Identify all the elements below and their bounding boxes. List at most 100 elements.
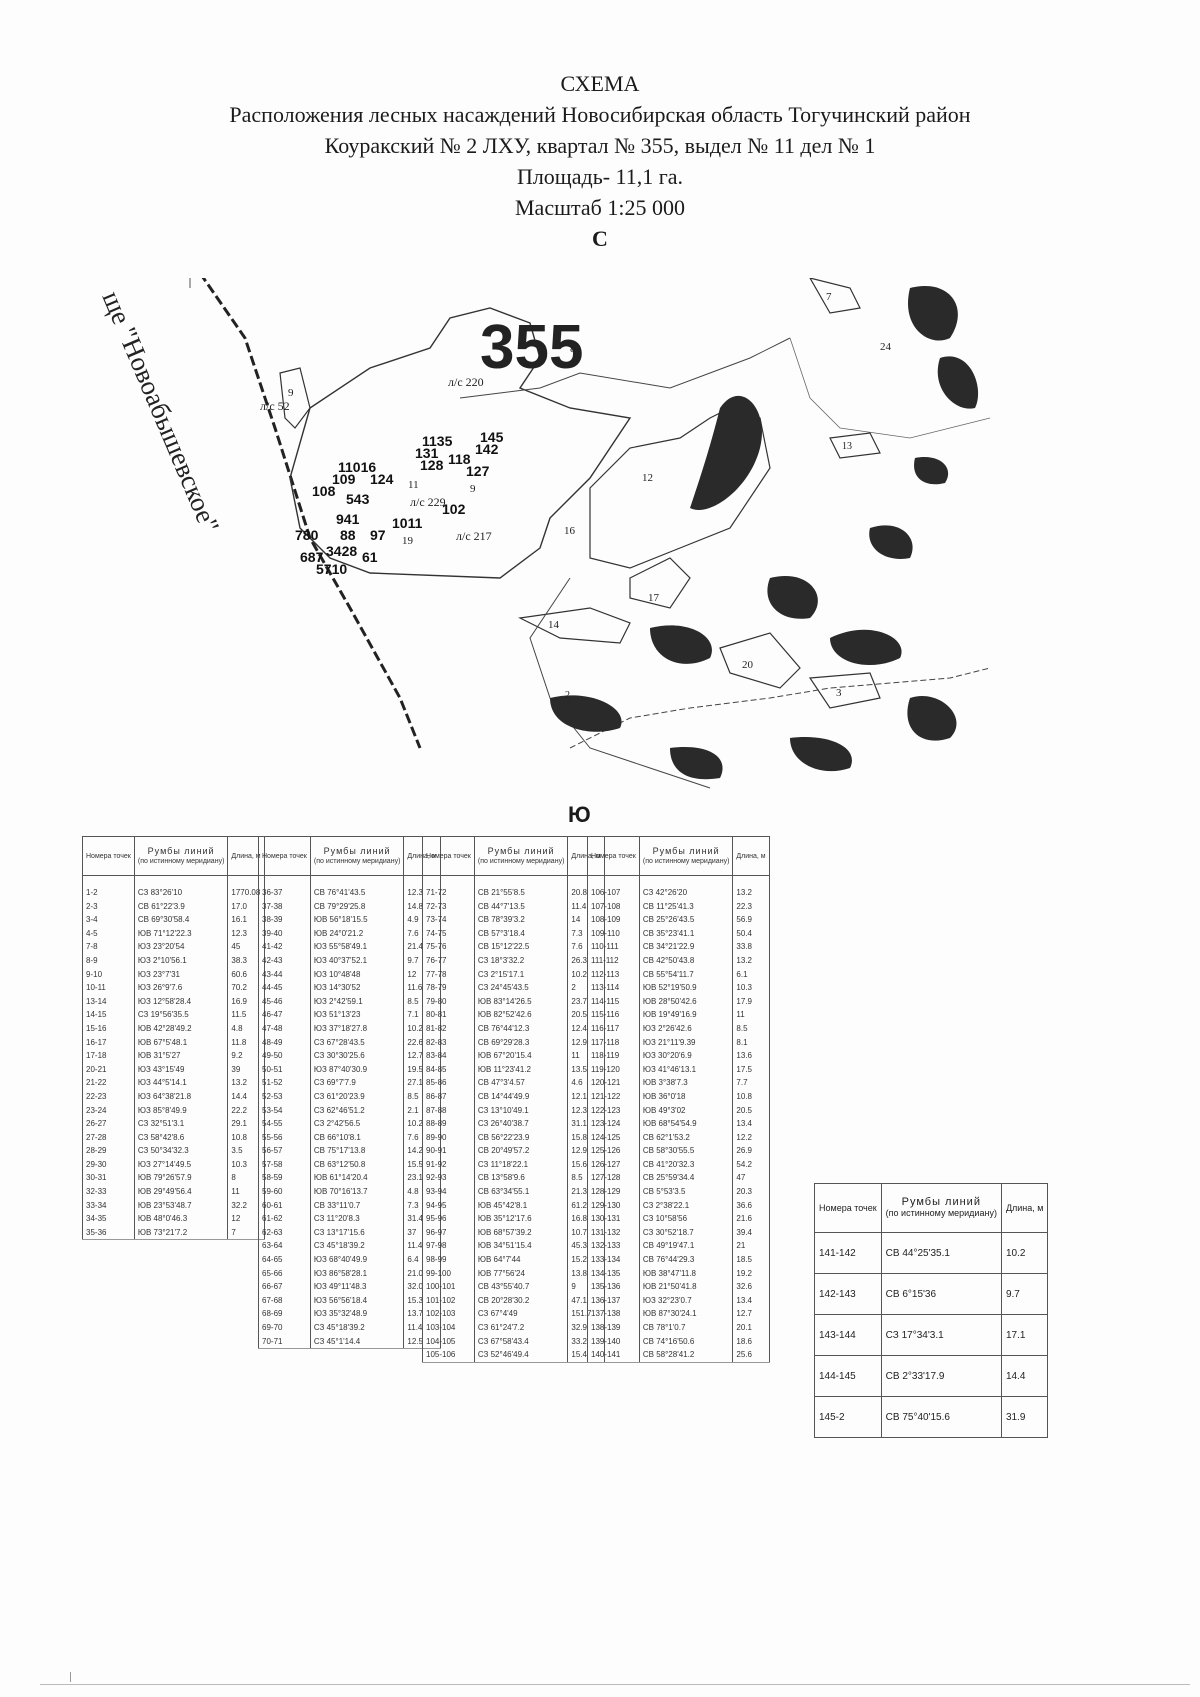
cell-points: 142-143 bbox=[814, 1273, 882, 1315]
point-label: 142 bbox=[475, 441, 499, 457]
cell-points: 14-15 bbox=[82, 1008, 135, 1022]
cell-points: 17-18 bbox=[82, 1049, 135, 1063]
cell-points: 87-88 bbox=[422, 1103, 475, 1118]
cell-points: 129-130 bbox=[587, 1198, 640, 1213]
cell-rhumb: СЗ 58°42'8.6 bbox=[133, 1130, 229, 1145]
cell-rhumb: ЮВ 35°12'17.6 bbox=[473, 1212, 569, 1226]
cell-rhumb: СЗ 67°4'49 bbox=[473, 1307, 569, 1321]
cell-rhumb: СЗ 19°56'35.5 bbox=[133, 1008, 229, 1022]
cell-length: 8.1 bbox=[732, 1035, 770, 1050]
cell-points: 48-49 bbox=[258, 1035, 311, 1050]
cell-points: 52-53 bbox=[258, 1089, 311, 1104]
cell-rhumb: СЗ 13°10'49.1 bbox=[473, 1103, 569, 1118]
south-label: Ю bbox=[568, 802, 591, 827]
cell-points: 144-145 bbox=[814, 1355, 882, 1397]
cell-rhumb: ЮЗ 55°58'49.1 bbox=[309, 940, 405, 954]
cell-rhumb: ЮВ 79°26'57.9 bbox=[133, 1171, 229, 1186]
cell-rhumb: СЗ 18°3'32.2 bbox=[473, 953, 569, 968]
terrain-blob-6 bbox=[650, 625, 712, 664]
cell-rhumb: СВ 11°25'41.3 bbox=[638, 899, 734, 914]
cell-rhumb: СВ 57°3'18.4 bbox=[473, 926, 569, 941]
header-num: Номера точек bbox=[587, 836, 640, 876]
cell-rhumb: ЮВ 36°0'18 bbox=[638, 1089, 734, 1104]
cell-rhumb: ЮВ 61°14'20.4 bbox=[309, 1171, 405, 1186]
cell-rhumb: СВ 58°30'55.5 bbox=[638, 1144, 734, 1158]
cell-points: 59-60 bbox=[258, 1185, 311, 1199]
cell-rhumb: СВ 25°26'43.5 bbox=[638, 913, 734, 927]
cell-length: 26.9 bbox=[732, 1144, 770, 1158]
cell-points: 16-17 bbox=[82, 1035, 135, 1050]
cell-points: 136-137 bbox=[587, 1293, 640, 1308]
contour-parcel-20 bbox=[719, 632, 801, 689]
terrain-blob-11 bbox=[869, 525, 913, 559]
cell-rhumb: СЗ 32°51'3.1 bbox=[133, 1117, 229, 1131]
cell-rhumb: ЮВ 23°53'48.7 bbox=[133, 1198, 229, 1213]
cell-points: 95-96 bbox=[422, 1212, 475, 1226]
cell-points: 27-28 bbox=[82, 1130, 135, 1145]
cell-rhumb: СЗ 45°18'39.2 bbox=[309, 1239, 405, 1254]
contour-dashed-line bbox=[569, 667, 991, 749]
cell-points: 28-29 bbox=[82, 1144, 135, 1158]
point-label: 543 bbox=[346, 491, 370, 507]
cell-points: 79-80 bbox=[422, 994, 475, 1009]
cell-rhumb: ЮВ 82°52'42.6 bbox=[473, 1008, 569, 1022]
cell-length: 18.5 bbox=[732, 1253, 770, 1267]
cell-points: 91-92 bbox=[422, 1157, 475, 1172]
cell-points: 102-103 bbox=[422, 1307, 475, 1321]
cell-rhumb: ЮВ 29°49'56.4 bbox=[133, 1185, 229, 1199]
point-label: 97 bbox=[370, 527, 386, 543]
cell-points: 124-125 bbox=[587, 1130, 640, 1145]
cell-rhumb: СВ 79°29'25.8 bbox=[309, 899, 405, 914]
cell-length: 19.2 bbox=[732, 1266, 770, 1281]
cell-rhumb: ЮВ 31°5'27 bbox=[133, 1049, 229, 1063]
page-bottom-line bbox=[40, 1684, 1190, 1685]
cell-length: 13.6 bbox=[732, 1049, 770, 1063]
cell-points: 113-114 bbox=[587, 981, 640, 995]
cell-points: 83-84 bbox=[422, 1049, 475, 1063]
cell-points: 110-111 bbox=[587, 940, 640, 954]
cell-rhumb: СВ 6°15'36 bbox=[880, 1273, 1002, 1315]
cell-length: 8.5 bbox=[732, 1021, 770, 1036]
cell-rhumb: ЮВ 28°50'42.6 bbox=[638, 994, 734, 1009]
cell-length: 13.4 bbox=[732, 1117, 770, 1131]
cell-points: 123-124 bbox=[587, 1117, 640, 1131]
cell-rhumb: ЮЗ 2°10'56.1 bbox=[133, 953, 229, 968]
cell-points: 107-108 bbox=[587, 899, 640, 914]
header-rhumb: Румбы линий(по истинному меридиану) bbox=[473, 836, 569, 876]
cell-rhumb: ЮВ 3°38'7.3 bbox=[638, 1076, 734, 1090]
header-rhumb: Румбы линий(по истинному меридиану) bbox=[638, 836, 734, 876]
contour-parcel-3 bbox=[808, 672, 881, 709]
cell-points: 78-79 bbox=[422, 981, 475, 995]
cell-points: 13-14 bbox=[82, 994, 135, 1009]
cell-rhumb: ЮЗ 86°58'28.1 bbox=[309, 1266, 405, 1281]
label-ls52-top: 9 bbox=[288, 387, 294, 399]
